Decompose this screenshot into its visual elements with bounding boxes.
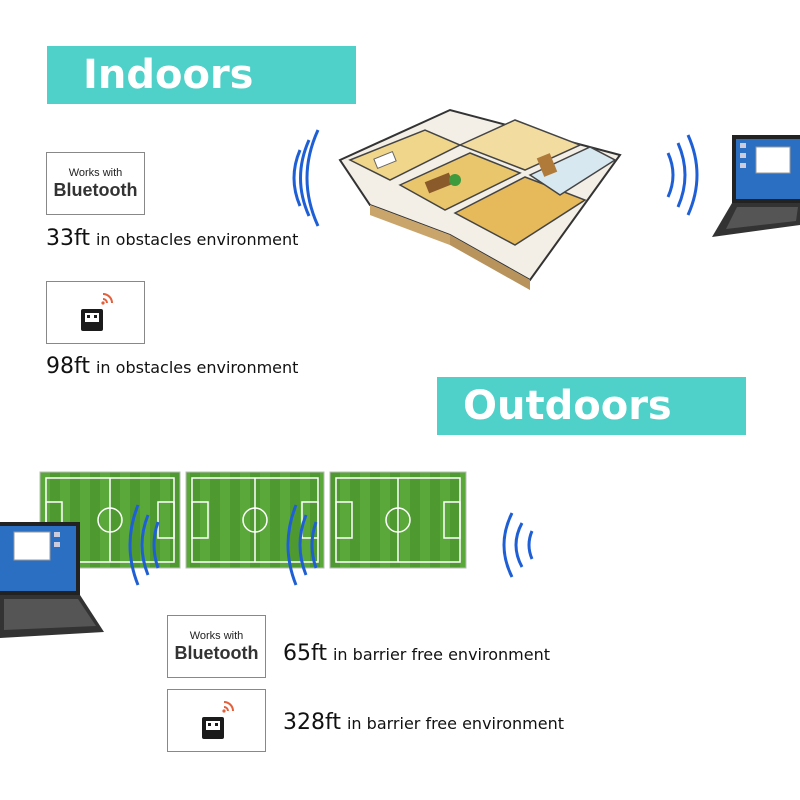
- range-value: 33ft: [46, 226, 90, 251]
- signal-wave-icon: [128, 504, 160, 586]
- outdoors-bluetooth-range: 65ft in barrier free environment: [283, 641, 550, 666]
- laptop-icon: [712, 135, 800, 237]
- soccer-field-illustration: [39, 471, 467, 569]
- signal-wave-icon: [666, 134, 699, 216]
- soccer-field-3: [329, 471, 467, 569]
- laptop-icon: [0, 522, 104, 638]
- bluetooth-works-with-text: Works with: [189, 630, 244, 642]
- usb-adapter-icon: [81, 293, 113, 331]
- range-description: in barrier free environment: [332, 645, 550, 664]
- bluetooth-logo-text: Bluetooth: [174, 643, 259, 663]
- signal-wave-icon: [502, 512, 534, 578]
- indoors-title: Indoors: [83, 52, 254, 98]
- range-value: 98ft: [46, 354, 90, 379]
- bluetooth-logo-text: Bluetooth: [53, 180, 138, 200]
- outdoors-title: Outdoors: [463, 383, 672, 429]
- signal-wave-icon: [292, 129, 320, 227]
- usb-adapter-card-indoors: [46, 281, 145, 344]
- usb-adapter-card-outdoors: [167, 689, 266, 752]
- bluetooth-logo-card-outdoors: Works with Bluetooth: [167, 615, 266, 678]
- range-description: in obstacles environment: [95, 230, 299, 249]
- wifi-signal-icon: [222, 701, 234, 713]
- range-description: in barrier free environment: [346, 714, 564, 733]
- range-value: 65ft: [283, 641, 327, 666]
- signal-wave-icon: [286, 504, 318, 586]
- bluetooth-works-with-text: Works with: [68, 167, 123, 179]
- bluetooth-logo-card-indoors: Works with Bluetooth: [46, 152, 145, 215]
- indoors-adapter-range: 98ft in obstacles environment: [46, 354, 298, 379]
- wifi-signal-icon: [101, 293, 113, 305]
- house-floorplan-illustration: [338, 108, 622, 290]
- indoors-bluetooth-range: 33ft in obstacles environment: [46, 226, 298, 251]
- usb-adapter-icon: [202, 701, 234, 739]
- indoors-banner: Indoors: [47, 46, 356, 104]
- range-description: in obstacles environment: [95, 358, 299, 377]
- outdoors-adapter-range: 328ft in barrier free environment: [283, 710, 564, 735]
- range-value: 328ft: [283, 710, 341, 735]
- outdoors-banner: Outdoors: [437, 377, 746, 435]
